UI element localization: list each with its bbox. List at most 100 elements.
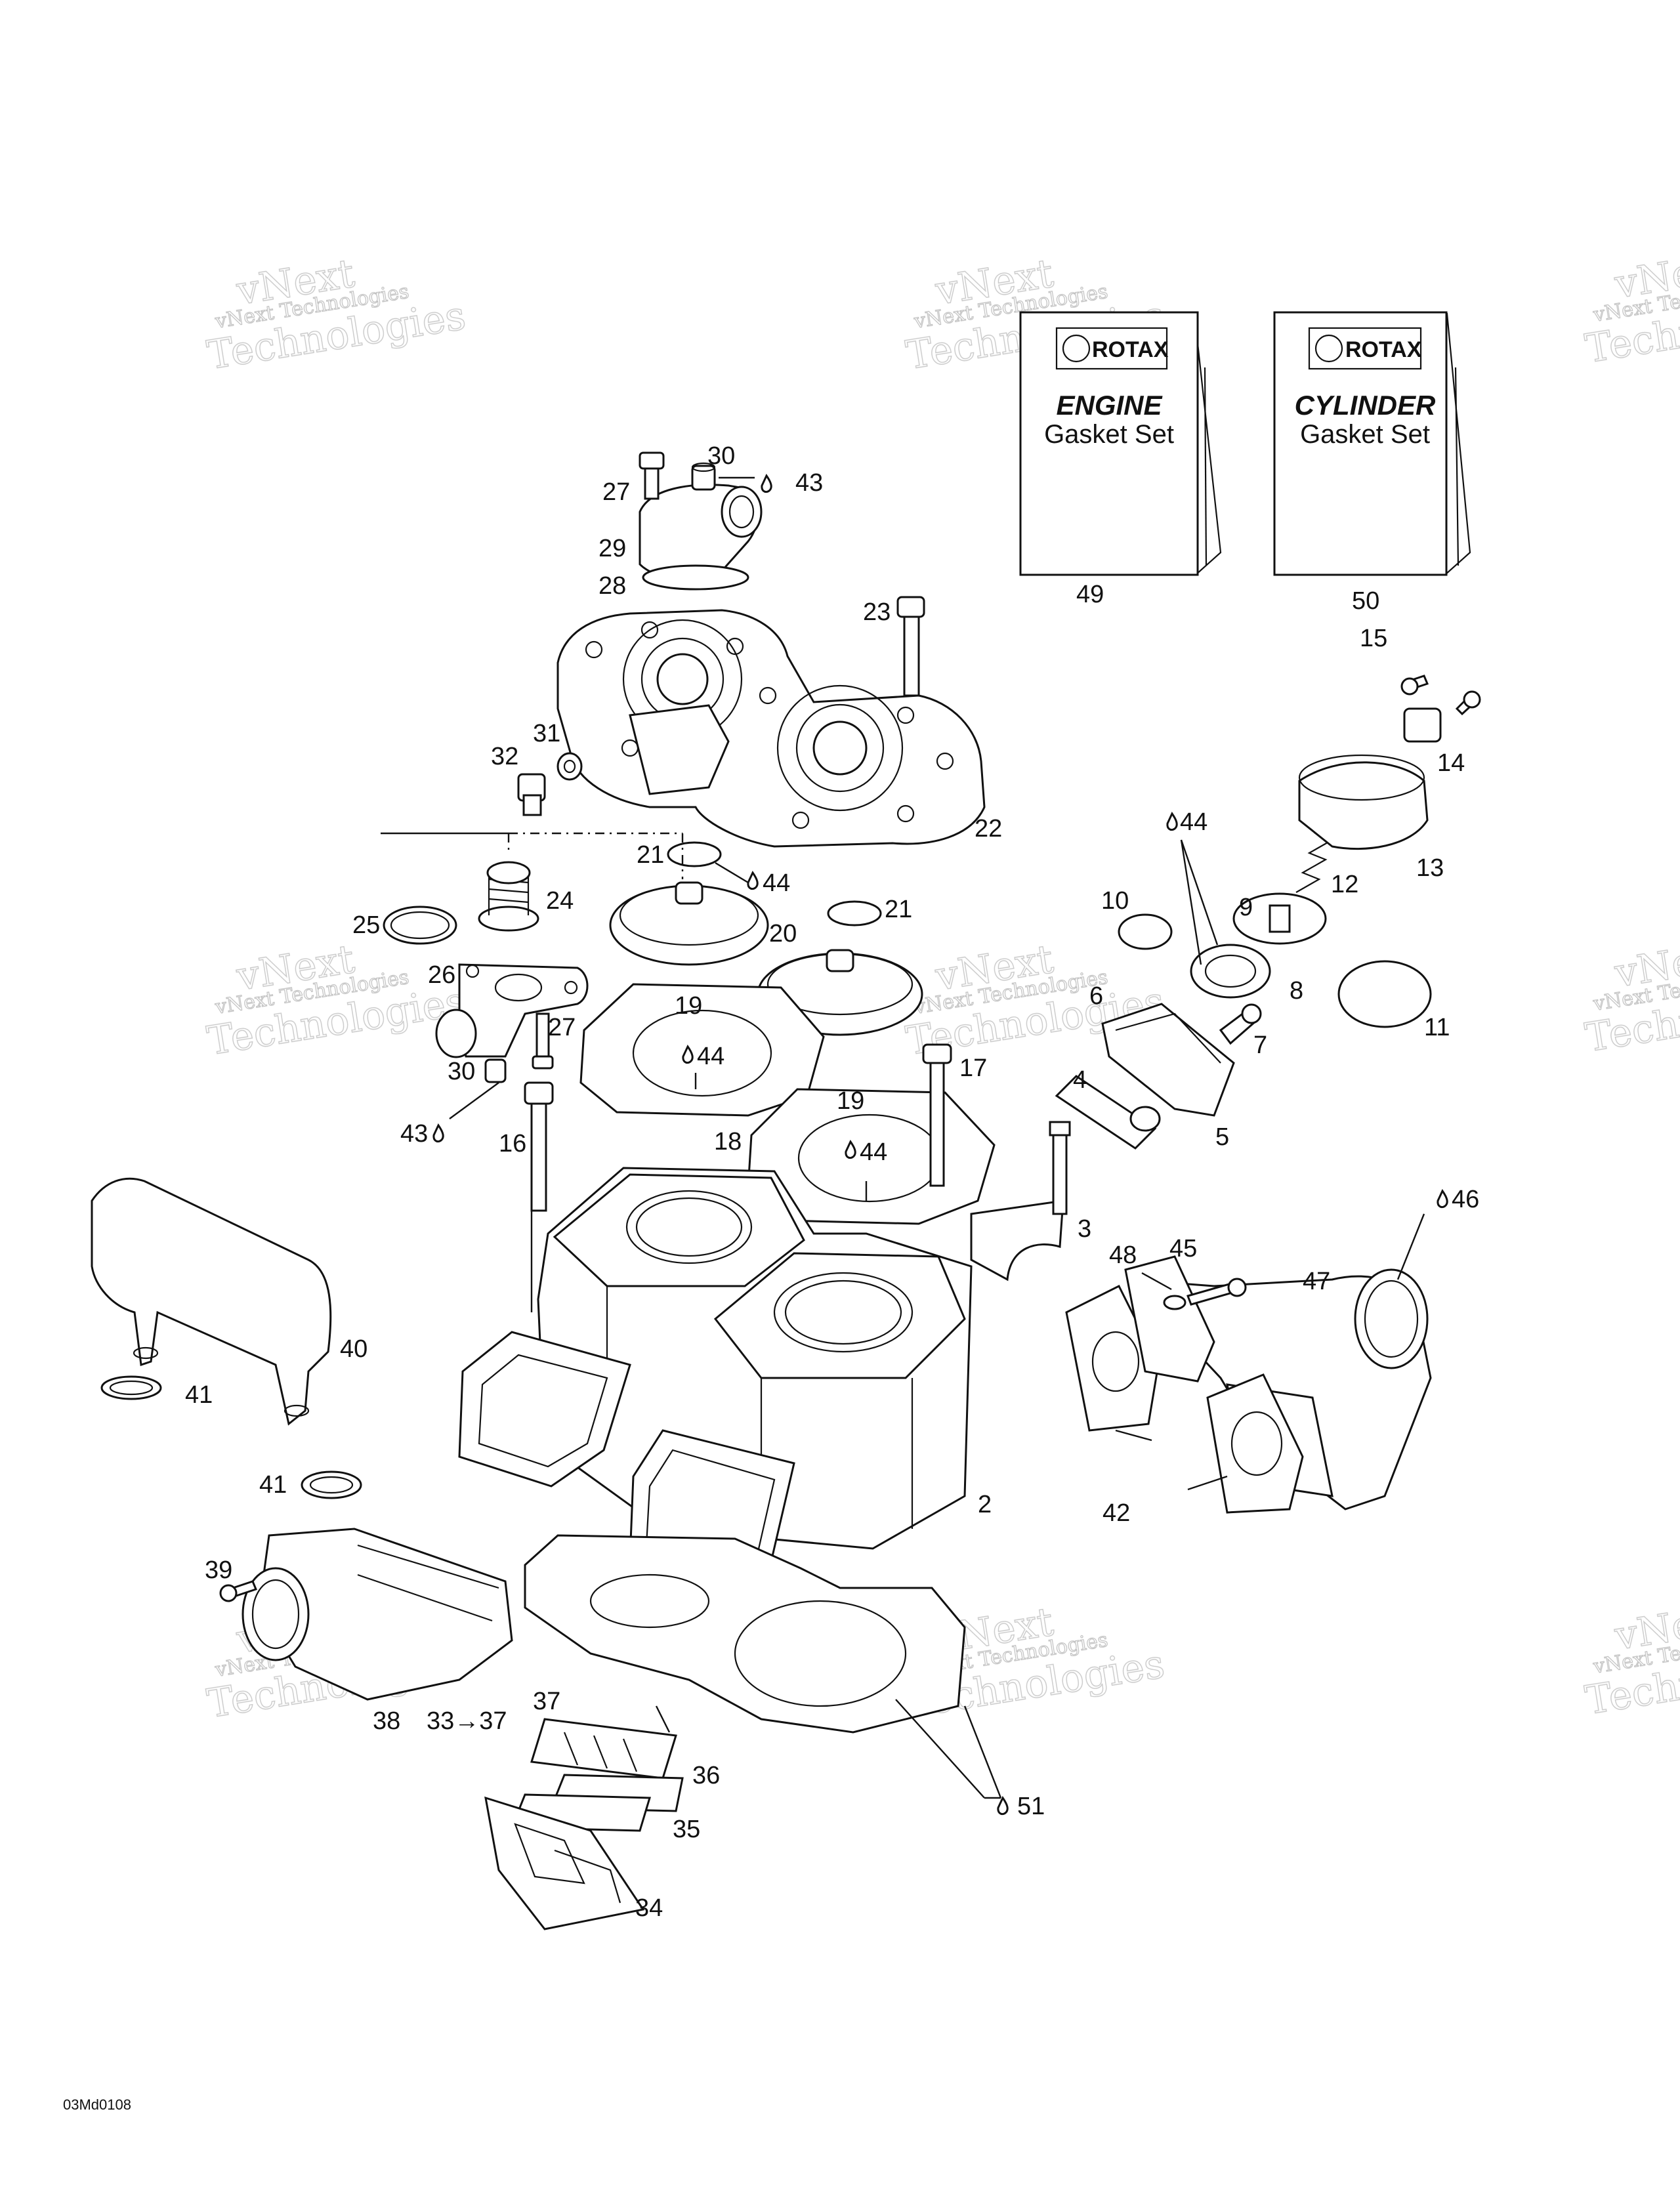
callout-21: 21: [885, 896, 912, 923]
cap-14: [1403, 707, 1442, 743]
callout-21: 21: [637, 841, 664, 869]
water-outlet-elbow: [639, 484, 763, 591]
callout-28: 28: [598, 572, 626, 600]
intake-port-gasket-left: [458, 1331, 631, 1488]
callout-9: 9: [1239, 894, 1253, 921]
clamp-41-lower: [301, 1470, 362, 1499]
cylinder-head: [556, 609, 986, 848]
cylinder-block: [537, 1167, 973, 1550]
bolt-27-top: [639, 451, 665, 500]
gasket-set-brand: ROTAX: [1345, 337, 1422, 362]
callout-50: 50: [1352, 587, 1379, 615]
callout-43: 43: [795, 469, 823, 497]
clamp-41-upper: [100, 1375, 162, 1400]
drop-icon: [682, 1045, 694, 1064]
gasket-set-title: CYLINDER: [1295, 390, 1436, 421]
callout-10: 10: [1101, 887, 1129, 915]
engine-gasket-set-booklet: ROTAX ENGINE Gasket Set: [1019, 311, 1222, 576]
base-gasket: [524, 1534, 966, 1734]
washer-31: [556, 752, 583, 781]
drop-icon: [432, 1123, 444, 1143]
o-ring-21-left: [667, 841, 722, 867]
callout-31: 31: [533, 720, 560, 747]
sleeve-30-top: [691, 462, 716, 491]
callout-44: 44: [860, 1138, 887, 1166]
callout-6: 6: [1089, 982, 1103, 1010]
lubricant-drop-icons: [432, 474, 1448, 1816]
callout-47: 47: [1303, 1268, 1330, 1295]
callout-14: 14: [1437, 749, 1465, 777]
callout-19: 19: [837, 1087, 864, 1115]
combustion-chamber-left: [609, 881, 769, 966]
reed-block-34: [484, 1796, 645, 1930]
callout-22: 22: [975, 815, 1002, 843]
callout-32: 32: [491, 743, 518, 770]
callout-4: 4: [1073, 1066, 1087, 1094]
callout-33-37: 33→37: [427, 1707, 507, 1735]
valve-cover-13: [1298, 754, 1429, 850]
callout-39: 39: [205, 1556, 232, 1584]
gasket-set-subtitle: Gasket Set: [1044, 420, 1174, 449]
gasket-set-subtitle: Gasket Set: [1300, 420, 1430, 449]
callout-41: 41: [185, 1381, 213, 1409]
callout-3: 3: [1078, 1215, 1091, 1243]
o-ring-21-right: [827, 900, 882, 927]
figure-code: 03Md0108: [63, 2096, 131, 2113]
valve-housing-6: [1101, 1003, 1235, 1117]
washer-48: [1163, 1295, 1186, 1310]
o-ring-25: [383, 906, 457, 945]
plug-32: [517, 773, 546, 816]
callout-35: 35: [673, 1816, 700, 1843]
screw-39: [219, 1580, 258, 1602]
exhaust-gasket-42-lower: [1206, 1373, 1304, 1514]
drop-icon: [845, 1140, 856, 1159]
callout-30: 30: [707, 442, 735, 470]
callout-17: 17: [959, 1054, 987, 1082]
callout-43: 43: [400, 1120, 428, 1148]
bolt-27-lower: [532, 1012, 554, 1070]
callout-40: 40: [340, 1335, 368, 1363]
intake-adaptor-38: [242, 1528, 513, 1701]
piston-9: [1232, 892, 1327, 945]
callout-46: 46: [1452, 1186, 1479, 1213]
callout-18: 18: [714, 1128, 742, 1156]
drop-icon: [1437, 1189, 1448, 1209]
o-ring-10: [1118, 913, 1173, 950]
stud-17: [922, 1043, 952, 1187]
callout-12: 12: [1331, 871, 1358, 898]
callout-8: 8: [1290, 977, 1303, 1005]
reed-stop-37: [530, 1718, 677, 1780]
callout-15: 15: [1360, 625, 1387, 652]
callout-44: 44: [1180, 808, 1208, 836]
callout-2: 2: [978, 1491, 992, 1518]
callout-27: 27: [602, 478, 630, 506]
leader-lines: [381, 476, 1425, 1799]
callout-29: 29: [598, 535, 626, 562]
callout-5: 5: [1215, 1123, 1229, 1151]
callout-26: 26: [428, 961, 455, 989]
callout-27: 27: [548, 1014, 576, 1041]
callout-37: 37: [533, 1688, 560, 1715]
drop-icon: [997, 1796, 1009, 1816]
rotax-logo-icon: [1314, 334, 1343, 363]
drop-icon: [1166, 812, 1178, 831]
cylinder-gasket-set-booklet: ROTAX CYLINDER Gasket Set: [1273, 311, 1471, 576]
bellows-8: [1190, 944, 1271, 999]
callout-25: 25: [352, 911, 380, 939]
callout-11: 11: [1424, 1014, 1450, 1041]
callout-44: 44: [697, 1043, 724, 1070]
bolt-45: [1186, 1278, 1247, 1306]
callout-23: 23: [863, 598, 891, 626]
callout-51: 51: [1017, 1793, 1045, 1820]
bolt-23: [896, 596, 925, 697]
callout-20: 20: [769, 920, 797, 948]
callout-30: 30: [448, 1058, 475, 1085]
callout-45: 45: [1169, 1235, 1197, 1262]
rotax-logo-icon: [1062, 334, 1091, 363]
callout-44: 44: [763, 869, 790, 897]
callout-19: 19: [675, 992, 702, 1020]
callout-38: 38: [373, 1707, 400, 1735]
exhaust-valve-spool: [970, 1121, 1071, 1281]
